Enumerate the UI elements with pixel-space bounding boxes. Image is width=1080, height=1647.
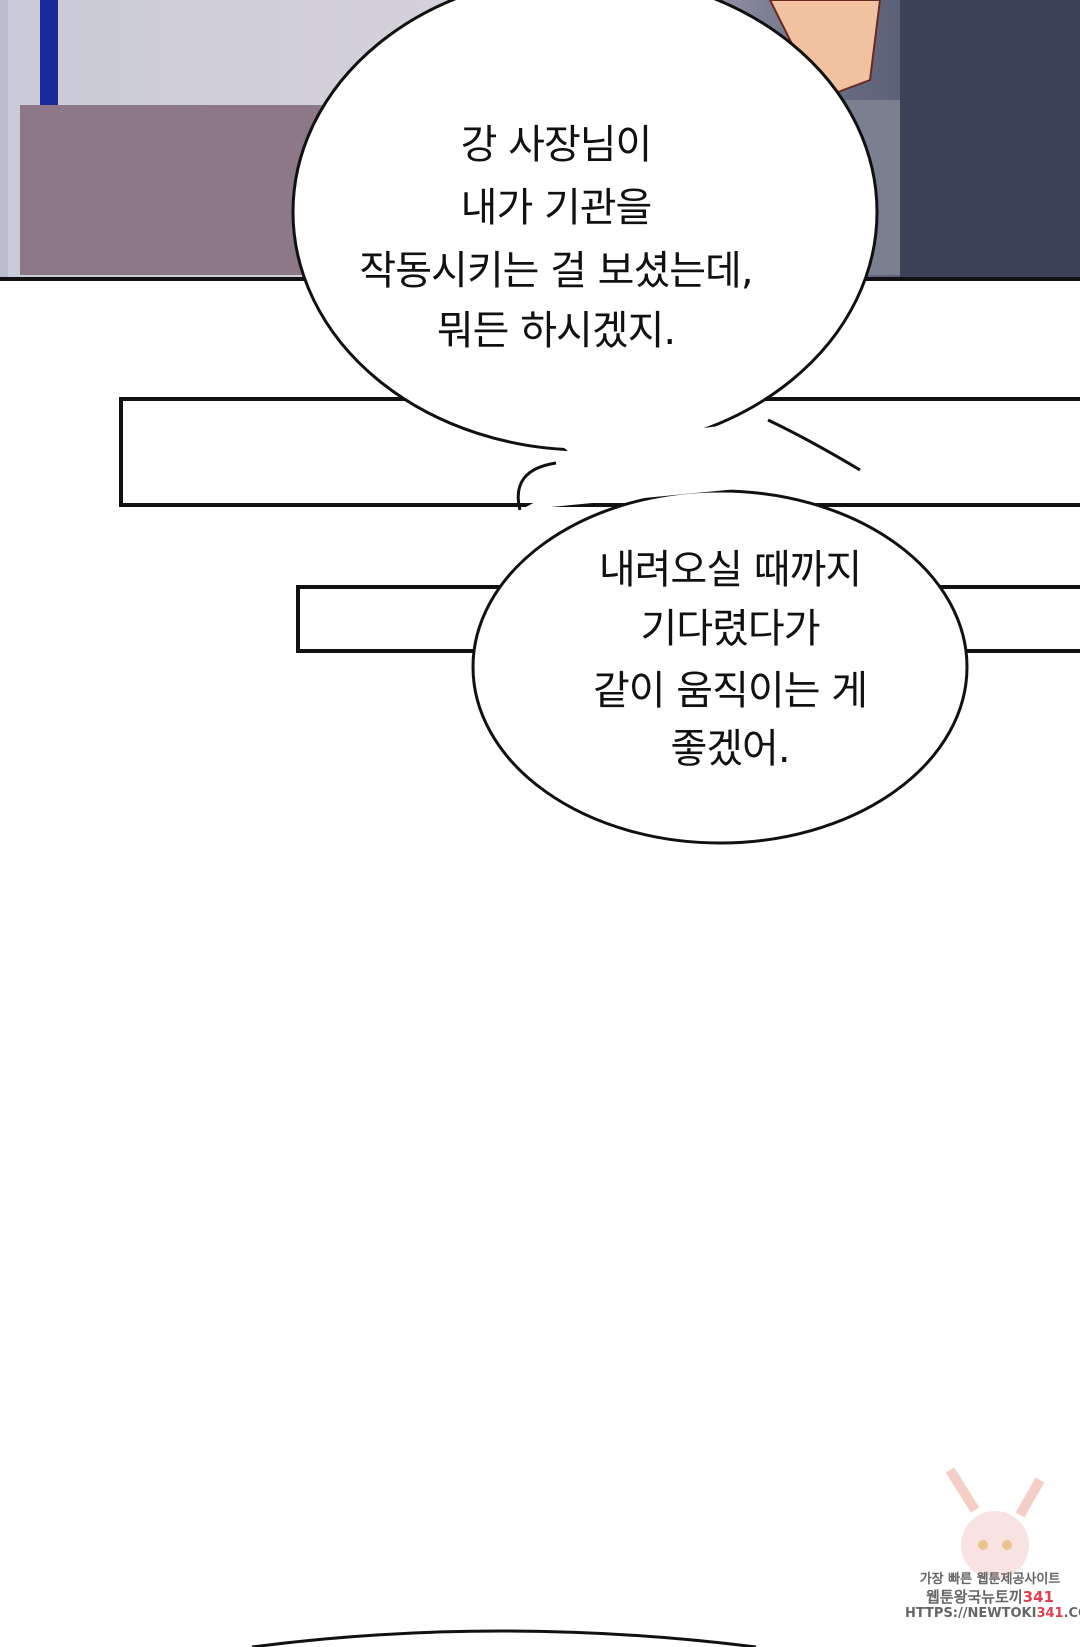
bubble-2-line: 내려오실 때까지 [598,547,862,593]
bubble-2-line: 기다렸다가 [640,606,821,652]
watermark-tagline: 가장 빠른 웹툰제공사이트 [919,1572,1061,1587]
watermark-site-number: 341 [1022,1588,1054,1606]
watermark-mascot [945,1467,1045,1579]
bubble-1-line: 뭐든 하시겠지. [436,308,676,354]
speech-bubbles [251,0,969,1647]
bubble-1-line: 강 사장님이 [460,122,653,168]
bubble-2-line: 같이 움직이는 게 [592,668,868,714]
bubble-1-line: 내가 기관을 [460,185,653,231]
watermark-url-prefix: HTTPS://NEWTOKI [905,1606,1037,1621]
bubble-1-line: 작동시키는 걸 보셨는데, [359,248,753,294]
bubble-2-line: 좋겠어. [670,726,790,772]
watermark-site-name: 웹툰왕국뉴토끼341 [905,1586,1075,1607]
watermark-url-number: 341 [1036,1606,1064,1621]
watermark-site-prefix: 웹툰왕국뉴토끼 [926,1588,1023,1606]
watermark-url-suffix: .COM [1063,1606,1080,1621]
watermark-url: HTTPS://NEWTOKI341.COM [905,1606,1080,1621]
